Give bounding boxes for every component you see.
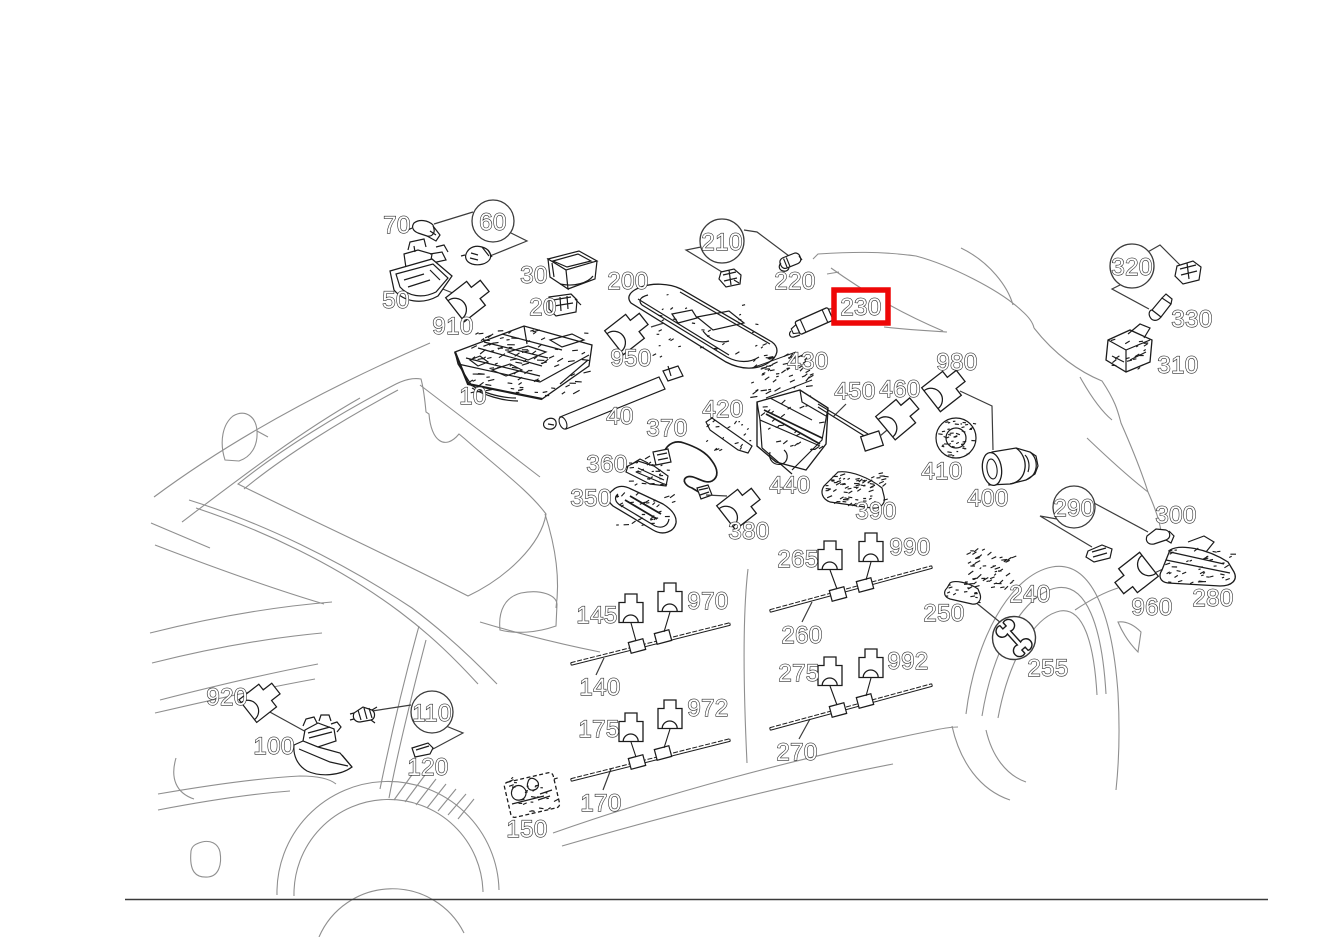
svg-text:60: 60 [479,209,507,236]
svg-text:390: 390 [855,498,896,525]
svg-text:200: 200 [607,268,648,295]
svg-text:370: 370 [646,415,687,442]
svg-text:950: 950 [610,345,651,372]
svg-text:960: 960 [1131,594,1172,621]
svg-text:40: 40 [606,403,634,430]
svg-text:430: 430 [787,348,828,375]
svg-text:30: 30 [520,262,548,289]
svg-text:970: 970 [687,588,728,615]
svg-text:10: 10 [459,383,487,410]
svg-text:990: 990 [889,534,930,561]
svg-text:110: 110 [412,700,451,727]
svg-text:250: 250 [923,600,964,627]
svg-text:175: 175 [578,716,619,743]
svg-text:410: 410 [921,458,962,485]
svg-text:420: 420 [702,396,743,423]
svg-text:145: 145 [576,602,617,629]
svg-text:910: 910 [432,313,473,340]
svg-text:460: 460 [879,376,920,403]
svg-text:980: 980 [936,349,977,376]
svg-text:150: 150 [506,816,547,843]
svg-text:140: 140 [579,674,620,701]
svg-text:240: 240 [1009,581,1050,608]
svg-text:300: 300 [1155,502,1196,529]
svg-text:992: 992 [887,648,928,675]
svg-text:330: 330 [1171,306,1212,333]
svg-text:920: 920 [206,684,247,711]
svg-text:320: 320 [1111,254,1152,281]
svg-text:230: 230 [840,294,881,321]
svg-text:400: 400 [967,485,1008,512]
svg-text:440: 440 [769,472,810,499]
svg-text:350: 350 [570,485,611,512]
svg-text:255: 255 [1027,655,1068,682]
svg-text:972: 972 [687,695,728,722]
svg-text:275: 275 [778,660,819,687]
svg-text:380: 380 [728,518,769,545]
svg-text:220: 220 [774,268,815,295]
svg-text:265: 265 [777,546,818,573]
svg-text:70: 70 [383,212,411,239]
svg-text:360: 360 [586,451,627,478]
svg-text:280: 280 [1192,585,1233,612]
svg-text:100: 100 [253,733,294,760]
svg-text:310: 310 [1157,352,1198,379]
svg-text:170: 170 [580,790,621,817]
svg-text:290: 290 [1053,495,1094,522]
svg-text:120: 120 [407,754,448,781]
svg-text:270: 270 [776,739,817,766]
svg-text:50: 50 [382,287,410,314]
svg-text:210: 210 [701,229,742,256]
svg-text:260: 260 [781,622,822,649]
svg-text:450: 450 [834,378,875,405]
svg-text:20: 20 [529,294,557,321]
